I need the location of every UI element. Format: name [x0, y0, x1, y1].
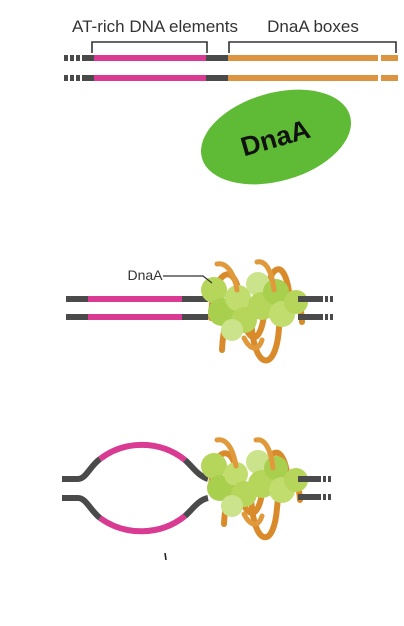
- stage-3-dna-unwound: [62, 437, 332, 561]
- stray-mark: [164, 552, 167, 561]
- stage-3-dnaa-oligomer: [201, 450, 308, 517]
- at-rich-bracket: [91, 41, 208, 53]
- stage-3-helix-front: [214, 437, 276, 527]
- at-rich-segment-top: [88, 296, 182, 302]
- stage-2-dnaa-oligomer: [201, 272, 308, 341]
- dnaa-boxes-bracket: [228, 41, 397, 53]
- dnaa-callout-line: [163, 275, 213, 284]
- dnaa-protein-blob: [200, 89, 352, 185]
- stage-1-unbound-origin: AT-rich DNA elements DnaA boxes DnaA: [64, 17, 398, 185]
- unwound-strand-top: [98, 441, 187, 463]
- dnaa-callout-label: DnaA: [127, 267, 163, 283]
- at-rich-segment-top: [94, 55, 206, 61]
- unwound-strand-bottom: [98, 513, 187, 535]
- stage-2-helix-front: [214, 259, 277, 351]
- stage-2-left-duplex: [66, 296, 208, 320]
- at-rich-label: AT-rich DNA elements: [72, 17, 238, 36]
- stage-2-right-duplex: [298, 296, 334, 320]
- dnaa-box-segment-top: [228, 55, 378, 61]
- dna-strand-bottom: [64, 75, 398, 81]
- unwound-bubble: [77, 441, 210, 535]
- dna-strand-top: [64, 55, 398, 61]
- dnaa-box-segment-bottom: [228, 75, 378, 81]
- stage-3-right-duplex: [298, 476, 332, 500]
- dnaa-boxes-label: DnaA boxes: [267, 17, 359, 36]
- at-rich-segment-bottom: [94, 75, 206, 81]
- at-rich-segment-bottom: [88, 314, 182, 320]
- stage-2-dnaa-bound: DnaA: [66, 259, 334, 364]
